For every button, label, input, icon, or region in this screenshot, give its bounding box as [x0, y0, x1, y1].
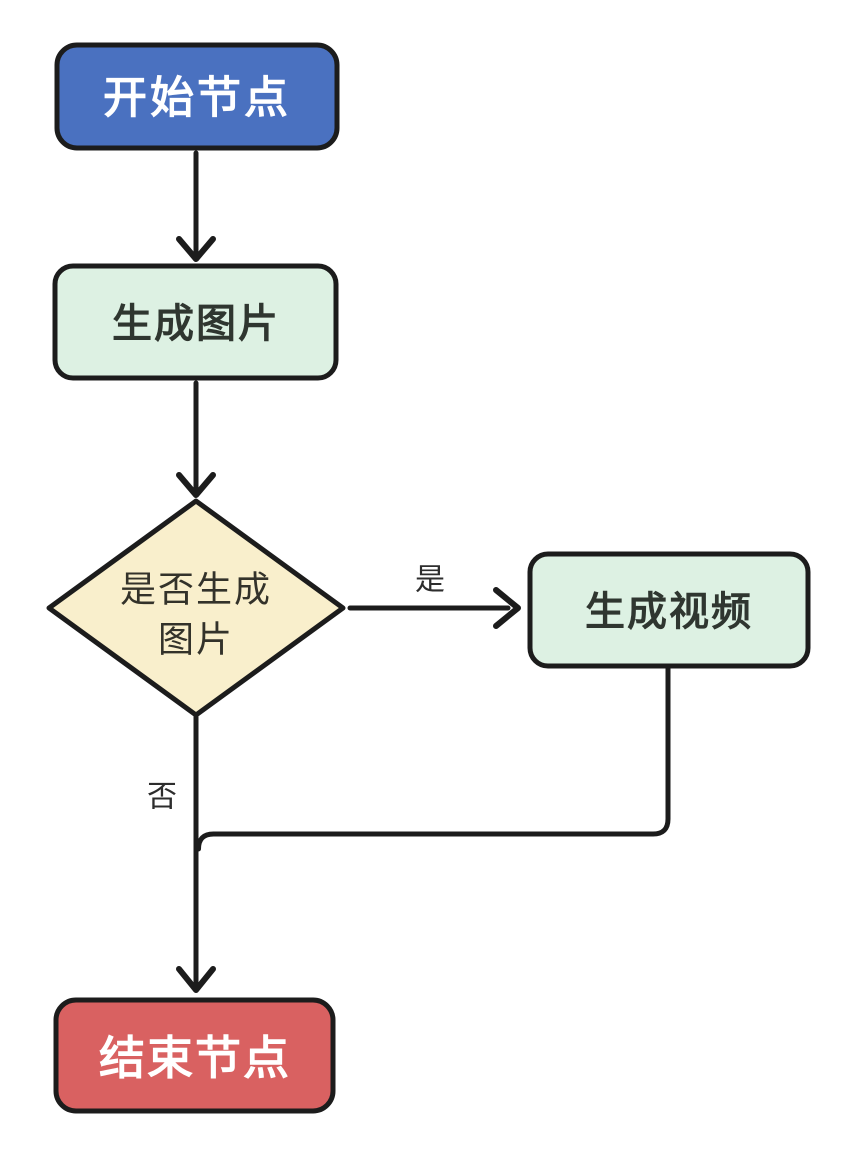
node-end-label: 结束节点: [99, 1032, 291, 1084]
arrow-right-icon: [493, 587, 521, 629]
node-end: 结束节点: [53, 997, 336, 1114]
edge-generate-image-to-decision: [176, 380, 216, 498]
edge-decision-to-end: 否: [147, 714, 216, 993]
node-generate-video-label: 生成视频: [585, 590, 753, 634]
node-start-label: 开始节点: [103, 74, 291, 123]
edge-generate-video-return: [196, 665, 671, 852]
node-start: 开始节点: [54, 42, 340, 151]
edge-label-yes: 是: [415, 564, 445, 597]
edge-line: [196, 665, 671, 852]
edge-label-no: 否: [147, 781, 177, 814]
arrow-down-icon: [176, 966, 216, 993]
node-generate-video-shape: [527, 551, 811, 669]
node-end-shape: [53, 997, 336, 1114]
arrow-down-icon: [176, 236, 216, 262]
node-generate-image: 生成图片: [52, 263, 339, 381]
node-decision-shape: [46, 498, 346, 718]
node-decision-label-line2: 图片: [158, 619, 234, 660]
arrow-down-icon: [176, 472, 216, 498]
edge-decision-to-generate-video: 是: [347, 564, 521, 629]
node-generate-image-label: 生成图片: [112, 302, 280, 346]
node-decision-label-line1: 是否生成: [120, 569, 272, 610]
node-decision: 是否生成 图片: [46, 498, 346, 718]
node-start-shape: [54, 42, 340, 151]
edge-start-to-generate-image: [176, 150, 216, 262]
node-generate-image-shape: [52, 263, 339, 381]
node-generate-video: 生成视频: [527, 551, 811, 669]
